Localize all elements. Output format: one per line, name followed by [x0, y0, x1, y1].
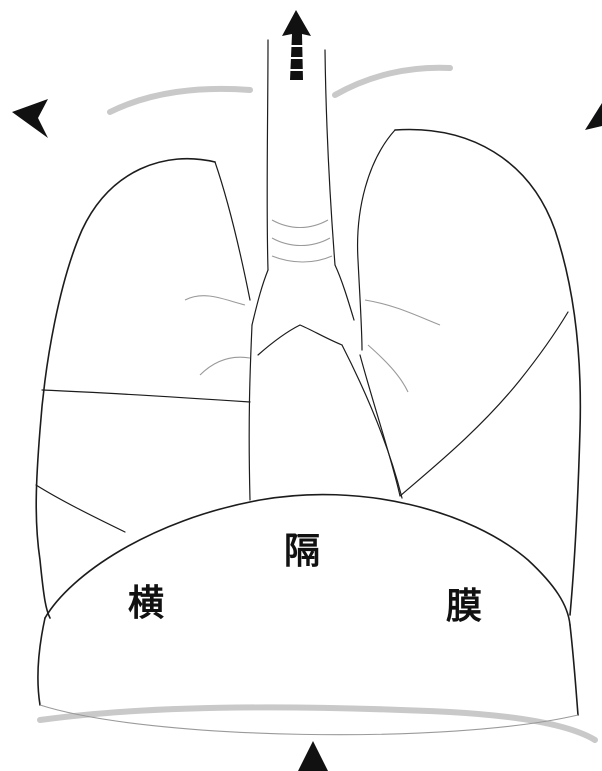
left-lung-medial-border [358, 130, 395, 350]
left-shoulder-ghost [110, 89, 250, 112]
diaphragm-right-side [570, 625, 578, 715]
carina [258, 325, 342, 355]
diaphragm-label-right: 膜 [446, 588, 482, 624]
up-arrow-icon [282, 10, 311, 80]
left-hilum-vessels [365, 300, 440, 392]
trachea-left-wall [267, 40, 268, 270]
bottom-arrowhead-icon [298, 741, 328, 771]
right-shoulder-ghost [335, 68, 450, 95]
diaphragm-label-center: 隔 [284, 533, 320, 569]
right-main-bronchus [335, 265, 354, 320]
right-oblique-fissure [36, 485, 125, 532]
right-hilum-vessels [185, 296, 250, 375]
trachea-right-wall [325, 50, 335, 265]
right-lung-outline [36, 159, 215, 618]
left-arrowhead-icon [12, 99, 48, 138]
diaphragm-left-side [38, 618, 45, 705]
mediastinum-right-border [342, 345, 402, 498]
mediastinum-left-border [249, 325, 252, 500]
right-lung-medial-border [215, 162, 250, 300]
diaphragm-label-left: 横 [128, 585, 164, 621]
cardiac-notch [360, 312, 568, 496]
trachea-rings [272, 220, 332, 262]
left-lung-outline [395, 130, 580, 615]
left-main-bronchus [252, 270, 268, 325]
right-arrowhead-icon [585, 103, 602, 130]
right-horizontal-fissure [42, 390, 250, 402]
